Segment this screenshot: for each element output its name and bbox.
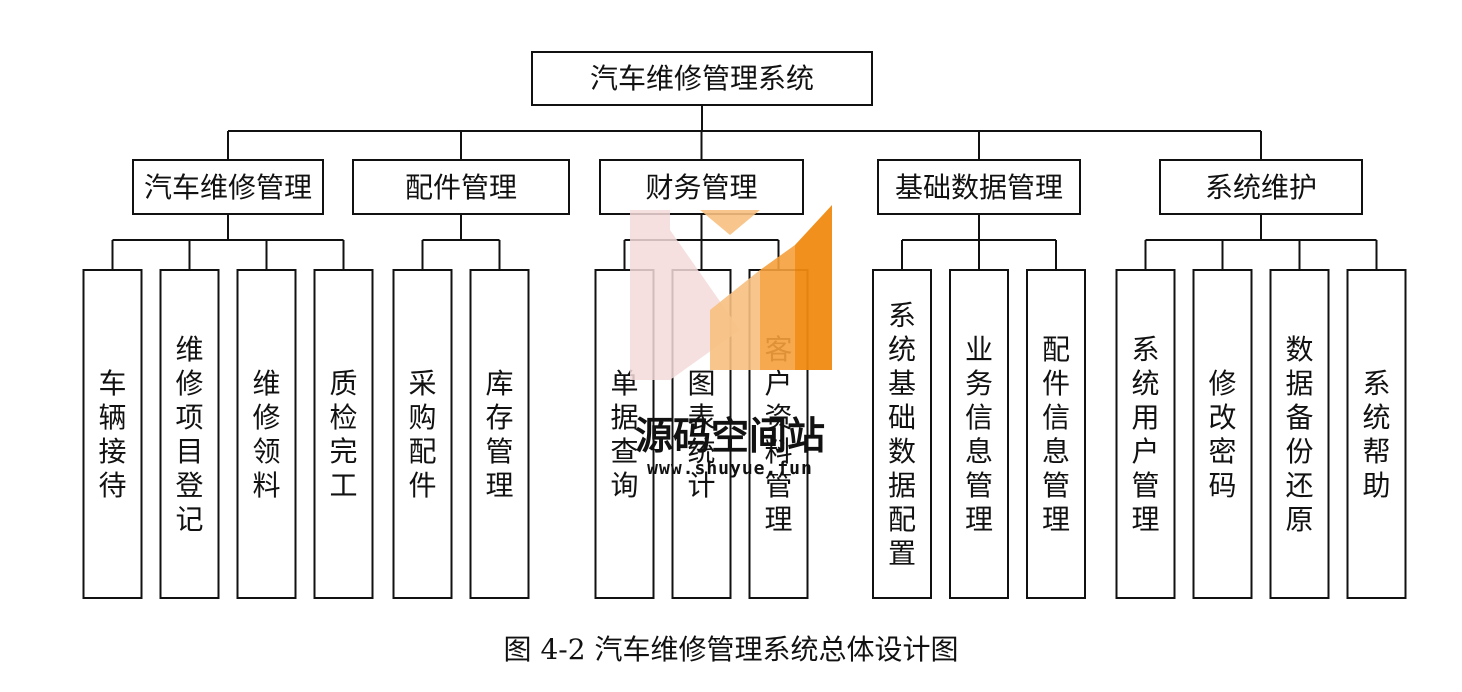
leaf-box: [236, 269, 297, 599]
leaf-label: 采购配件: [408, 367, 436, 502]
watermark-logo-icon: [630, 205, 832, 380]
leaf-node: 业务信息管理: [949, 269, 1009, 599]
group-node: 配件管理: [352, 159, 570, 215]
leaf-box: [313, 269, 374, 599]
leaf-label: 系统帮助: [1362, 367, 1390, 502]
group-label: 基础数据管理: [895, 171, 1063, 204]
leaf-node: 系统帮助: [1346, 269, 1407, 599]
group-node: 基础数据管理: [877, 159, 1081, 215]
leaf-node: 系统用户管理: [1115, 269, 1176, 599]
leaf-label: 配件信息管理: [1042, 333, 1070, 536]
leaf-label: 业务信息管理: [965, 333, 993, 536]
connector-lines: [111, 105, 1378, 270]
leaf-box: [1115, 269, 1176, 599]
leaf-label: 维修领料: [252, 367, 280, 502]
root-node: 汽车维修管理系统: [531, 51, 873, 106]
leaf-box: [1192, 269, 1253, 599]
leaf-node: 维修领料: [236, 269, 297, 599]
group-box: [1159, 159, 1363, 215]
group-box: [352, 159, 570, 215]
leaf-node: 数据备份还原: [1269, 269, 1330, 599]
leaf-node: 修改密码: [1192, 269, 1253, 599]
leaf-box: [82, 269, 143, 599]
leaf-box: [1346, 269, 1407, 599]
group-node: 系统维护: [1159, 159, 1363, 215]
leaf-label: 数据备份还原: [1285, 333, 1313, 536]
leaf-box: [392, 269, 453, 599]
watermark-name: 源码空间站: [634, 414, 825, 458]
watermark-url: www.shuyue.fun: [647, 458, 813, 479]
group-box: [599, 159, 804, 215]
watermark-logo: 源码空间站 www.shuyue.fun: [610, 200, 850, 490]
leaf-node: 采购配件: [392, 269, 453, 599]
group-node: 财务管理: [599, 159, 804, 215]
leaf-label: 维修项目登记: [175, 333, 203, 536]
group-label: 汽车维修管理: [144, 171, 312, 204]
root-label: 汽车维修管理系统: [590, 62, 814, 95]
leaf-node: 配件信息管理: [1026, 269, 1086, 599]
leaf-label: 系统用户管理: [1131, 333, 1159, 536]
leaf-box: [872, 269, 932, 599]
leaf-box: [949, 269, 1009, 599]
leaf-box: [159, 269, 220, 599]
leaf-label: 系统基础数据配置: [888, 299, 916, 570]
group-box: [877, 159, 1081, 215]
leaf-box: [1269, 269, 1330, 599]
leaf-label: 库存管理: [485, 367, 513, 502]
group-label: 财务管理: [645, 171, 757, 204]
leaf-node: 库存管理: [469, 269, 530, 599]
group-node: 汽车维修管理: [132, 159, 324, 215]
leaf-node: 维修项目登记: [159, 269, 220, 599]
group-label: 配件管理: [405, 171, 517, 204]
leaf-node: 质检完工: [313, 269, 374, 599]
leaf-label: 图表统计: [687, 367, 715, 502]
leaf-node: 系统基础数据配置: [872, 269, 932, 599]
group-box: [132, 159, 324, 215]
leaf-label: 车辆接待: [98, 367, 126, 502]
leaf-label: 质检完工: [329, 367, 357, 502]
leaf-node: 车辆接待: [82, 269, 143, 599]
figure-caption: 图 4-2 汽车维修管理系统总体设计图: [503, 633, 959, 666]
group-label: 系统维护: [1205, 171, 1317, 204]
leaf-label: 修改密码: [1208, 367, 1236, 502]
leaf-box: [469, 269, 530, 599]
leaf-box: [1026, 269, 1086, 599]
